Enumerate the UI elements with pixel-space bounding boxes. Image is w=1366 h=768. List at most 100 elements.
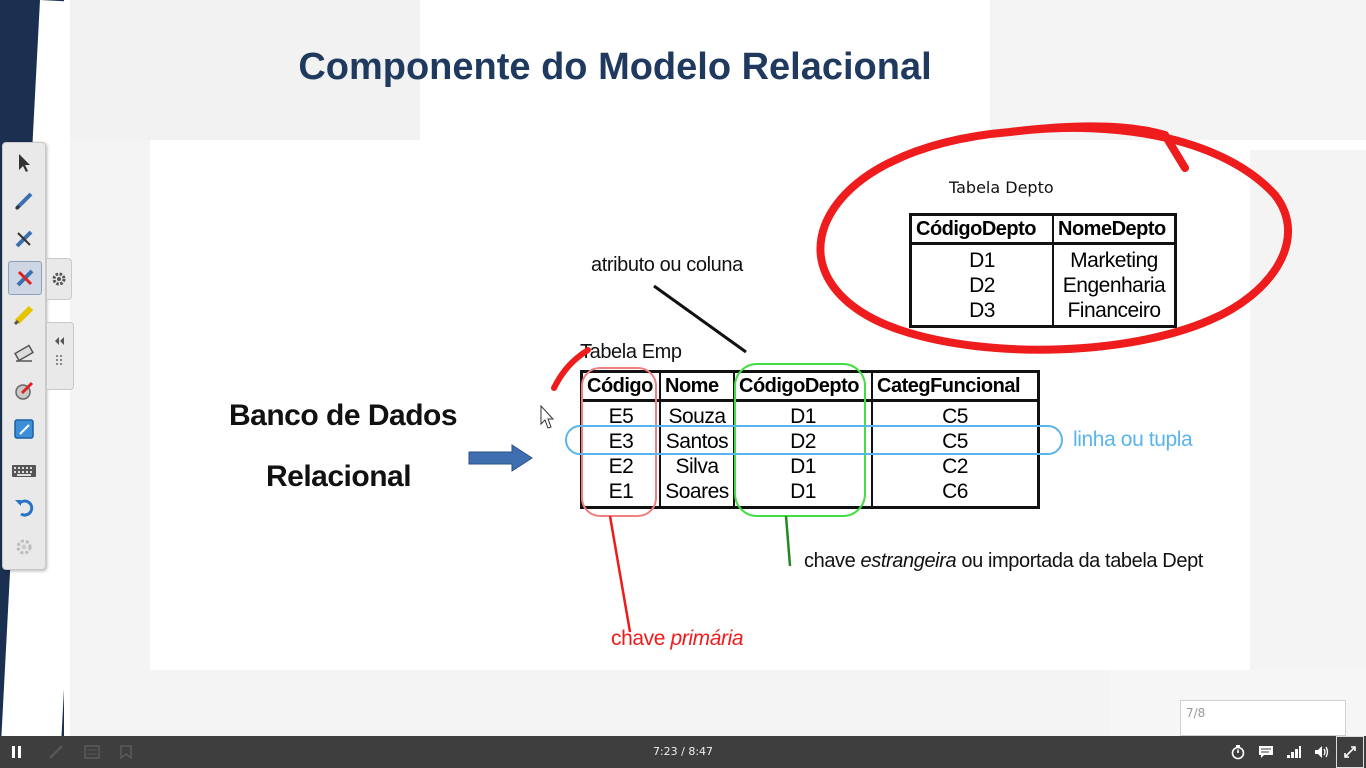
toolbar-settings-tab[interactable] xyxy=(46,258,72,300)
table-cell: D1 xyxy=(733,454,873,479)
table-cell: D1 xyxy=(909,243,1054,273)
left-label-line2: Relacional xyxy=(266,460,412,493)
foreign-key-pointer-line xyxy=(784,515,792,567)
depto-header-cell: NomeDepto xyxy=(1052,213,1177,245)
pause-button[interactable] xyxy=(4,736,30,768)
foreign-key-label: chave estrangeira ou importada da tabela… xyxy=(804,550,1203,573)
table-cell: C5 xyxy=(871,400,1040,429)
settings-icon[interactable] xyxy=(8,531,40,563)
slide: Componente do Modelo Relacional Banco de… xyxy=(0,0,1366,736)
bookmark-icon xyxy=(120,745,132,760)
foreign-key-label-pre: chave xyxy=(804,550,861,572)
foreign-key-label-em: estrangeira xyxy=(860,550,957,572)
primary-key-label: chave primária xyxy=(611,627,744,651)
depto-header-cell: CódigoDepto xyxy=(909,213,1054,245)
table-cell: Soares xyxy=(659,479,735,508)
table-row: D2 Engenharia xyxy=(909,273,1177,298)
row-label: linha ou tupla xyxy=(1073,428,1193,451)
depto-table-title: Tabela Depto xyxy=(949,178,1054,197)
gear-icon xyxy=(52,272,66,286)
table-row: E3 Santos D2 C5 xyxy=(580,429,1040,454)
slide-title: Componente do Modelo Relacional xyxy=(298,46,932,88)
toolbar-collapse-tab[interactable] xyxy=(46,322,74,390)
background-decoration xyxy=(990,0,1366,140)
pen-icon[interactable] xyxy=(8,261,42,295)
pen-icon[interactable] xyxy=(8,185,40,217)
blue-arrow-icon xyxy=(468,444,533,472)
screen-icon[interactable] xyxy=(8,413,40,445)
background-decoration xyxy=(1250,150,1366,670)
timer-button[interactable] xyxy=(1226,736,1250,768)
highlighter-icon[interactable] xyxy=(8,299,40,331)
collapse-icon xyxy=(55,337,64,365)
undo-icon[interactable] xyxy=(8,491,40,523)
foreign-key-highlight xyxy=(734,363,866,517)
table-cell: Engenharia xyxy=(1052,273,1177,298)
attribute-pointer-line xyxy=(653,284,747,354)
speaker-icon xyxy=(1315,746,1329,758)
stopwatch-icon xyxy=(1231,745,1245,760)
select-arrow-icon[interactable] xyxy=(8,147,40,179)
table-cell: D1 xyxy=(733,400,873,429)
pencil-icon xyxy=(49,745,63,759)
table-cell: E1 xyxy=(580,479,661,508)
emp-table: Código Nome CódigoDepto CategFuncional E… xyxy=(580,370,1040,509)
tuple-highlight xyxy=(565,425,1063,455)
exit-fullscreen-icon xyxy=(1344,746,1356,758)
table-cell: E3 xyxy=(580,429,661,454)
table-row: E1 Soares D1 C6 xyxy=(580,479,1040,508)
table-row: D3 Financeiro xyxy=(909,298,1177,327)
table-row: E2 Silva D1 C2 xyxy=(580,454,1040,479)
table-cell: Marketing xyxy=(1052,243,1177,273)
table-cell: C2 xyxy=(871,454,1040,479)
captions-button[interactable] xyxy=(1254,736,1278,768)
shape-icon[interactable] xyxy=(8,375,40,407)
table-row: E5 Souza D1 C5 xyxy=(580,400,1040,429)
emp-header-cell: Nome xyxy=(659,370,735,402)
primary-key-highlight xyxy=(581,367,657,517)
foreign-key-label-post: ou importada da tabela Dept xyxy=(956,550,1203,572)
playback-time: 7:23 / 8:47 xyxy=(652,745,714,758)
annotation-layer xyxy=(468,122,1292,633)
primary-key-label-em: primária xyxy=(670,627,744,650)
table-cell: C6 xyxy=(871,479,1040,508)
annotation-toolbar xyxy=(2,142,46,570)
emp-header-cell: CategFuncional xyxy=(871,370,1040,402)
quality-button[interactable] xyxy=(1282,736,1306,768)
emp-header-cell: Código xyxy=(580,370,661,402)
exit-fullscreen-button[interactable] xyxy=(1336,736,1364,768)
table-cell: D2 xyxy=(909,273,1054,298)
red-stroke-annotation xyxy=(551,347,591,391)
attribute-label: atributo ou coluna xyxy=(591,254,743,276)
page-indicator-text: 7/8 xyxy=(1186,706,1206,720)
signal-bars-icon xyxy=(1287,746,1301,758)
bookmark-button[interactable] xyxy=(114,736,138,768)
emp-table-title: Tabela Emp xyxy=(580,341,682,363)
list-icon xyxy=(84,745,100,759)
table-cell: E5 xyxy=(580,400,661,429)
table-cell: C5 xyxy=(871,429,1040,454)
primary-key-label-pre: chave xyxy=(611,627,671,650)
table-row: D1 Marketing xyxy=(909,243,1177,273)
table-cell: D3 xyxy=(909,298,1054,327)
chat-icon xyxy=(1259,746,1273,758)
primary-key-pointer-line xyxy=(608,515,632,633)
table-cell: Souza xyxy=(659,400,735,429)
table-cell: Santos xyxy=(659,429,735,454)
volume-button[interactable] xyxy=(1310,736,1334,768)
table-cell: E2 xyxy=(580,454,661,479)
table-cell: Silva xyxy=(659,454,735,479)
pause-icon xyxy=(12,746,21,758)
player-control-bar: 7:23 / 8:47 xyxy=(0,736,1366,768)
pen-icon[interactable] xyxy=(8,223,40,255)
table-cell: D2 xyxy=(733,429,873,454)
background-decoration xyxy=(70,670,1130,736)
notes-button[interactable] xyxy=(80,736,104,768)
mouse-cursor-icon xyxy=(540,404,555,429)
table-cell: D1 xyxy=(733,479,873,508)
eraser-icon[interactable] xyxy=(8,337,40,369)
draw-button[interactable] xyxy=(44,736,68,768)
red-ellipse-annotation xyxy=(816,122,1292,354)
keyboard-icon[interactable] xyxy=(8,455,40,487)
table-cell: Financeiro xyxy=(1052,298,1177,327)
